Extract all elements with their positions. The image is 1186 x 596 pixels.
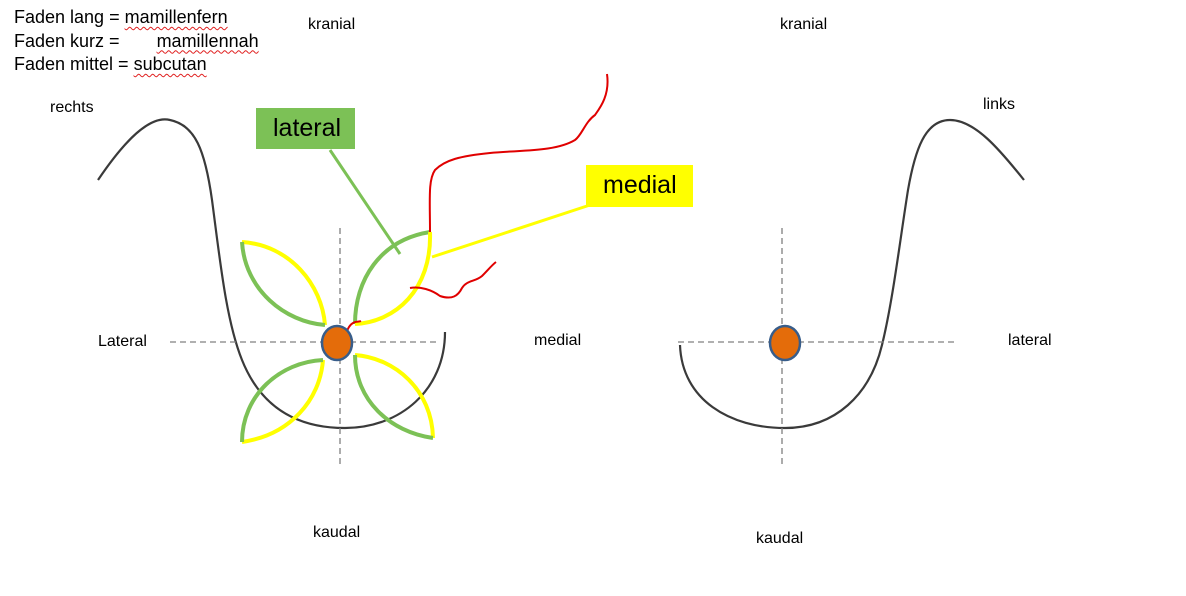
label-kaudal-left-breast: kaudal [756, 530, 804, 547]
red-thread-short [409, 261, 497, 299]
legend-line-short: Faden kurz = mamillennah [14, 30, 259, 54]
petal-upper-right-green [353, 230, 431, 325]
petal-upper-left-yellow [241, 240, 327, 326]
label-lateral-left-breast: lateral [1008, 332, 1052, 349]
label-rechts: rechts [50, 99, 94, 116]
callout-medial: medial [586, 165, 693, 207]
left-breast-outline [678, 118, 1025, 430]
legend-long-prefix: Faden lang = [14, 7, 125, 27]
petal-lower-left-yellow [241, 359, 325, 444]
petal-lower-right-yellow [354, 353, 435, 439]
callout-lateral: lateral [256, 108, 355, 149]
petal-lower-right-green [353, 354, 434, 440]
legend-medium-value: subcutan [133, 54, 207, 74]
legend-line-medium: Faden mittel = subcutan [14, 53, 259, 77]
label-kaudal-right-breast: kaudal [313, 524, 361, 541]
thread-legend: Faden lang = mamillenfern Faden kurz = m… [14, 6, 259, 77]
legend-short-value: mamillennah [156, 30, 259, 51]
label-kranial-left-breast: kranial [780, 16, 828, 33]
right-breast-outline [97, 118, 447, 430]
label-medial-right-breast: medial [534, 332, 582, 349]
label-kranial-right-breast: kranial [308, 16, 356, 33]
petal-upper-left-green [240, 241, 326, 327]
legend-long-value: mamillenfern [124, 7, 228, 27]
legend-medium-prefix: Faden mittel = [14, 54, 134, 74]
red-thread-long [428, 73, 609, 233]
petal-upper-right-yellow [354, 231, 433, 326]
lateral-callout-line [328, 149, 402, 255]
label-lateral-right-breast: Lateral [98, 333, 147, 350]
legend-line-long: Faden lang = mamillenfern [14, 6, 259, 30]
medial-callout-line [431, 203, 591, 259]
legend-short-prefix: Faden kurz = [14, 30, 125, 51]
right-nipple [320, 324, 354, 362]
petal-lower-left-green [240, 358, 324, 443]
label-links: links [983, 96, 1016, 113]
left-nipple [768, 324, 802, 362]
